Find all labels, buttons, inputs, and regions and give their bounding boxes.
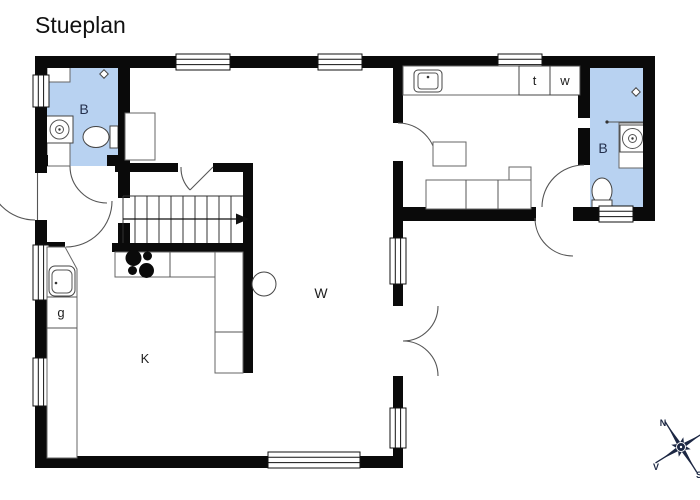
window-bottom bbox=[267, 451, 361, 469]
opening-terrace-door bbox=[536, 207, 573, 221]
label-pantry: g bbox=[57, 305, 64, 320]
terrace-door-arc bbox=[534, 217, 574, 257]
label-kitchen: K bbox=[141, 351, 150, 366]
compass-rose-icon: N V S bbox=[653, 418, 700, 480]
wall-openings bbox=[35, 118, 590, 376]
hallway-door-arc bbox=[397, 122, 437, 162]
label-bathroom-left: B bbox=[79, 101, 88, 117]
vent-diamond-icon bbox=[99, 69, 109, 79]
wall-wing-bottom bbox=[403, 207, 655, 221]
opening-bathroom-right bbox=[578, 165, 590, 207]
cupboard bbox=[124, 112, 156, 161]
stairs-door-leaf bbox=[189, 166, 214, 191]
hallway-sink-icon bbox=[413, 69, 443, 93]
sink-bowl bbox=[49, 119, 70, 140]
hallway-sink-drain bbox=[426, 75, 430, 79]
page-title: Stueplan bbox=[35, 12, 126, 38]
window-top-1 bbox=[175, 53, 231, 71]
stairs-direction-arrow-icon bbox=[236, 213, 249, 225]
sink-drain bbox=[55, 125, 64, 134]
french-door-arc-top bbox=[402, 305, 439, 342]
kitchen-sink-icon bbox=[48, 265, 76, 297]
shelf bbox=[46, 65, 71, 83]
front-door-arc bbox=[0, 203, 36, 221]
wall-kitchen-east bbox=[243, 163, 253, 373]
kitchen-fixtures bbox=[46, 246, 244, 459]
sink-bowl bbox=[622, 128, 643, 149]
counter-end-dot bbox=[605, 120, 609, 124]
side-table bbox=[432, 141, 467, 167]
toilet-icon bbox=[82, 126, 110, 148]
stairs-door-arc bbox=[180, 166, 191, 191]
kitchen-door-arc bbox=[65, 200, 113, 248]
wall-stairs-top-b bbox=[213, 163, 253, 172]
label-closet-w: w bbox=[559, 73, 570, 88]
toilet-tank bbox=[109, 125, 119, 149]
wall-right bbox=[643, 56, 655, 221]
opening-niche bbox=[578, 118, 590, 128]
opening-front-door bbox=[35, 173, 47, 220]
bathroom-right-fixtures bbox=[591, 87, 646, 210]
wall-bathroom-left-bottom-b bbox=[107, 155, 130, 166]
opening-living-hallway bbox=[393, 123, 403, 161]
stove-burners-icon bbox=[125, 250, 154, 278]
room-labels: Stueplan B B t w W K g bbox=[35, 12, 608, 366]
window-left-kitchen-1 bbox=[32, 244, 50, 301]
window-top-2 bbox=[317, 53, 363, 71]
wall-hallway-west bbox=[393, 66, 403, 123]
opening-french-doors bbox=[393, 306, 403, 376]
bathroom-left-fixtures bbox=[45, 65, 119, 167]
kitchen-sink-basin bbox=[51, 269, 73, 294]
stairs bbox=[122, 195, 249, 243]
kitchen-sink-drain bbox=[54, 281, 58, 285]
sink-dot bbox=[58, 128, 61, 131]
hallway-sink-basin bbox=[417, 72, 439, 90]
compass-north-label: N bbox=[660, 418, 667, 428]
kitchen-counter-west bbox=[46, 246, 78, 459]
window-wing-bottom bbox=[598, 205, 634, 223]
bathroom-right-door-arc bbox=[541, 164, 585, 208]
hallway-fixtures bbox=[402, 65, 581, 210]
opening-stairs-door bbox=[178, 163, 213, 172]
compass-west-label: V bbox=[653, 462, 659, 472]
label-closet-t: t bbox=[533, 73, 537, 88]
living-room-fixtures bbox=[124, 112, 277, 297]
label-bathroom-right: B bbox=[598, 140, 607, 156]
vanity-counter bbox=[46, 142, 71, 167]
window-living-east-2 bbox=[389, 407, 407, 449]
bench bbox=[425, 179, 532, 210]
sink-drain bbox=[628, 134, 637, 143]
label-living-room: W bbox=[314, 285, 328, 301]
doors bbox=[0, 122, 585, 377]
window-left-bathroom bbox=[32, 74, 50, 108]
wood-stove-icon bbox=[251, 271, 277, 297]
bench-armrest bbox=[508, 166, 532, 181]
sink-icon bbox=[619, 124, 646, 153]
window-living-east-1 bbox=[389, 237, 407, 285]
closet-w-box bbox=[549, 65, 581, 96]
windows bbox=[32, 53, 634, 469]
wall-stairs-bottom bbox=[112, 243, 253, 252]
sink-dot bbox=[631, 137, 634, 140]
kitchen-counter-east bbox=[214, 251, 244, 374]
french-door-arc-bottom bbox=[402, 340, 439, 377]
wall-stairs-top-a bbox=[115, 163, 178, 172]
bathroom-left-door-arc bbox=[69, 165, 108, 204]
wall-bathroom-left-bottom-a bbox=[35, 155, 48, 166]
vent-diamond-icon bbox=[631, 87, 641, 97]
compass-south-label: S bbox=[696, 470, 700, 480]
